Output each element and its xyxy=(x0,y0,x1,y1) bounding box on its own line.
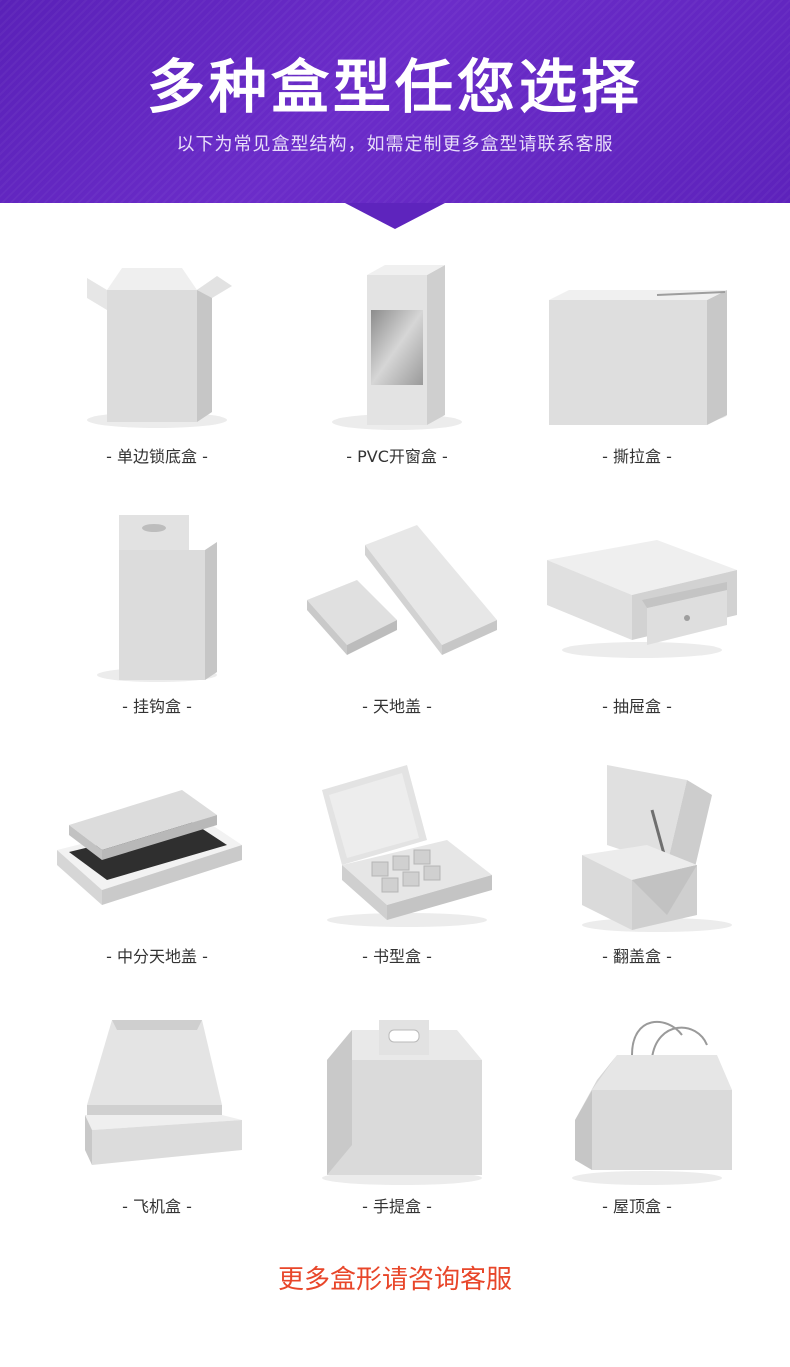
split-lid-box-icon xyxy=(57,790,242,905)
box-type-item[interactable]: - 飞机盒 - xyxy=(37,1000,277,1230)
box-type-label: - 手提盒 - xyxy=(362,1197,432,1216)
box-type-label: - 飞机盒 - xyxy=(122,1197,192,1216)
box-type-label: - PVC开窗盒 - xyxy=(346,447,448,466)
box-type-label: - 单边锁底盒 - xyxy=(106,447,208,466)
box-type-label: - 书型盒 - xyxy=(362,947,432,966)
tuck-end-box-icon xyxy=(87,268,232,428)
box-type-item[interactable]: - 屋顶盒 - xyxy=(517,1000,757,1230)
page-title: 多种盒型任您选择 xyxy=(146,53,643,121)
banner-texture xyxy=(0,0,790,203)
handle-box-icon xyxy=(322,1020,482,1185)
tear-strip-box-icon xyxy=(549,290,727,425)
window-box-icon xyxy=(332,265,462,430)
book-box-icon xyxy=(322,765,492,927)
mailer-box-icon xyxy=(85,1020,242,1165)
box-type-label: - 翻盖盒 - xyxy=(602,947,672,966)
box-type-label: - 挂钩盒 - xyxy=(122,697,192,716)
box-type-label: - 中分天地盖 - xyxy=(106,947,208,966)
flip-top-box-icon xyxy=(582,765,732,932)
box-type-item[interactable]: - 天地盖 - xyxy=(277,500,517,730)
box-type-item[interactable]: - PVC开窗盒 - xyxy=(277,250,517,480)
hang-tab-box-icon xyxy=(97,515,217,682)
box-type-label: - 天地盖 - xyxy=(362,697,432,716)
box-type-label: - 撕拉盒 - xyxy=(602,447,672,466)
box-type-item[interactable]: - 翻盖盒 - xyxy=(517,750,757,980)
box-type-item[interactable]: - 抽屉盒 - xyxy=(517,500,757,730)
box-type-item[interactable]: - 书型盒 - xyxy=(277,750,517,980)
box-type-label: - 屋顶盒 - xyxy=(602,1197,672,1216)
contact-service-text: 更多盒形请咨询客服 xyxy=(277,1265,512,1295)
header-banner: 多种盒型任您选择 以下为常见盒型结构，如需定制更多盒型请联系客服 xyxy=(0,0,790,203)
drawer-box-icon xyxy=(547,540,737,658)
banner-pointer xyxy=(345,203,445,229)
box-type-item[interactable]: - 单边锁底盒 - xyxy=(37,250,277,480)
gable-box-icon xyxy=(572,1020,732,1185)
box-type-item[interactable]: - 挂钩盒 - xyxy=(37,500,277,730)
page-subtitle: 以下为常见盒型结构，如需定制更多盒型请联系客服 xyxy=(176,134,614,155)
box-type-item[interactable]: - 撕拉盒 - xyxy=(517,250,757,480)
box-type-item[interactable]: - 手提盒 - xyxy=(277,1000,517,1230)
lid-base-box-icon xyxy=(307,525,497,655)
box-type-item[interactable]: - 中分天地盖 - xyxy=(37,750,277,980)
box-type-label: - 抽屉盒 - xyxy=(602,697,672,716)
